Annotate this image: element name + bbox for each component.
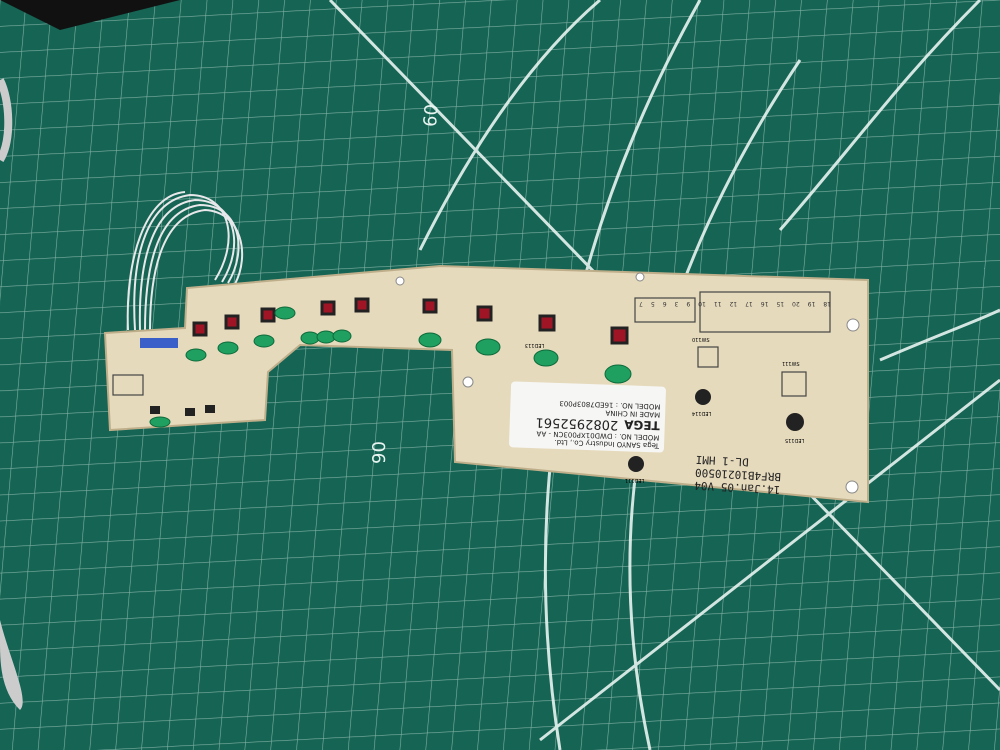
pin-number: 3 (674, 300, 679, 307)
switch-label: SW110 (692, 336, 710, 342)
label-brand: TEGA (623, 417, 660, 434)
pin-number: 12 (729, 300, 738, 307)
pin-number: 18 (823, 300, 831, 307)
led-label: LED111 (625, 477, 645, 483)
led-label: LED114 (692, 410, 712, 416)
pin-number: 11 (713, 300, 722, 307)
led-markers (628, 389, 804, 472)
pcb-board (103, 264, 869, 504)
label-number: 2082952561 (535, 414, 619, 433)
product-label: Tega SANYO Industry Co., Ltd. MODEL NO. … (508, 381, 667, 453)
led-label: LED115 (785, 437, 805, 443)
board-markings: 14.Jan.05 V04 BRF4B10210500 DL-1 HMI (694, 453, 782, 496)
pin-number: 19 (807, 300, 816, 307)
wire-bundle (126, 191, 244, 331)
blue-connector (140, 338, 178, 348)
pin-number: 17 (745, 300, 753, 307)
pin-number: 7 (639, 300, 643, 307)
mat-mark-90: 90 (368, 441, 390, 464)
pin-number: 15 (776, 300, 785, 307)
switch-label: SW111 (782, 360, 800, 366)
pin-number: 9 (686, 300, 691, 307)
pin-number: 20 (792, 300, 800, 307)
pin-number: 5 (650, 300, 655, 307)
mat-mark-60: 60 (419, 103, 443, 128)
green-leds (149, 306, 632, 428)
silkscreen (112, 291, 831, 397)
pin-number: 16 (760, 300, 769, 307)
tact-switches (192, 297, 629, 345)
pin-number: 10 (698, 300, 706, 307)
led-label: LED113 (525, 342, 545, 348)
pin-number: 6 (662, 300, 667, 307)
